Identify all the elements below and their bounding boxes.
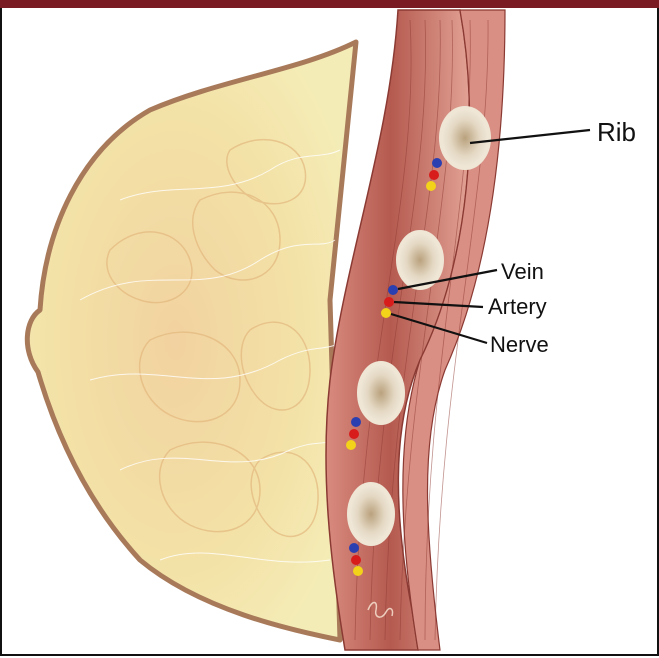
- nerve-dot: [426, 181, 436, 191]
- rib: [441, 108, 489, 168]
- rib: [359, 363, 403, 423]
- artery-dot: [351, 555, 361, 565]
- breast-outline: [27, 42, 356, 640]
- vein-dot: [351, 417, 361, 427]
- nerve-dot: [381, 308, 391, 318]
- nerve-label: Nerve: [490, 332, 549, 357]
- nerve-dot: [353, 566, 363, 576]
- vein-dot: [349, 543, 359, 553]
- vein-dot: [432, 158, 442, 168]
- artery-label: Artery: [488, 294, 547, 319]
- artery-dot: [349, 429, 359, 439]
- artery-dot: [429, 170, 439, 180]
- nerve-dot: [346, 440, 356, 450]
- vein-dot: [388, 285, 398, 295]
- vein-label: Vein: [501, 259, 544, 284]
- rib: [349, 484, 393, 544]
- rib-label: Rib: [597, 117, 636, 147]
- artery-dot: [384, 297, 394, 307]
- rib: [398, 232, 442, 288]
